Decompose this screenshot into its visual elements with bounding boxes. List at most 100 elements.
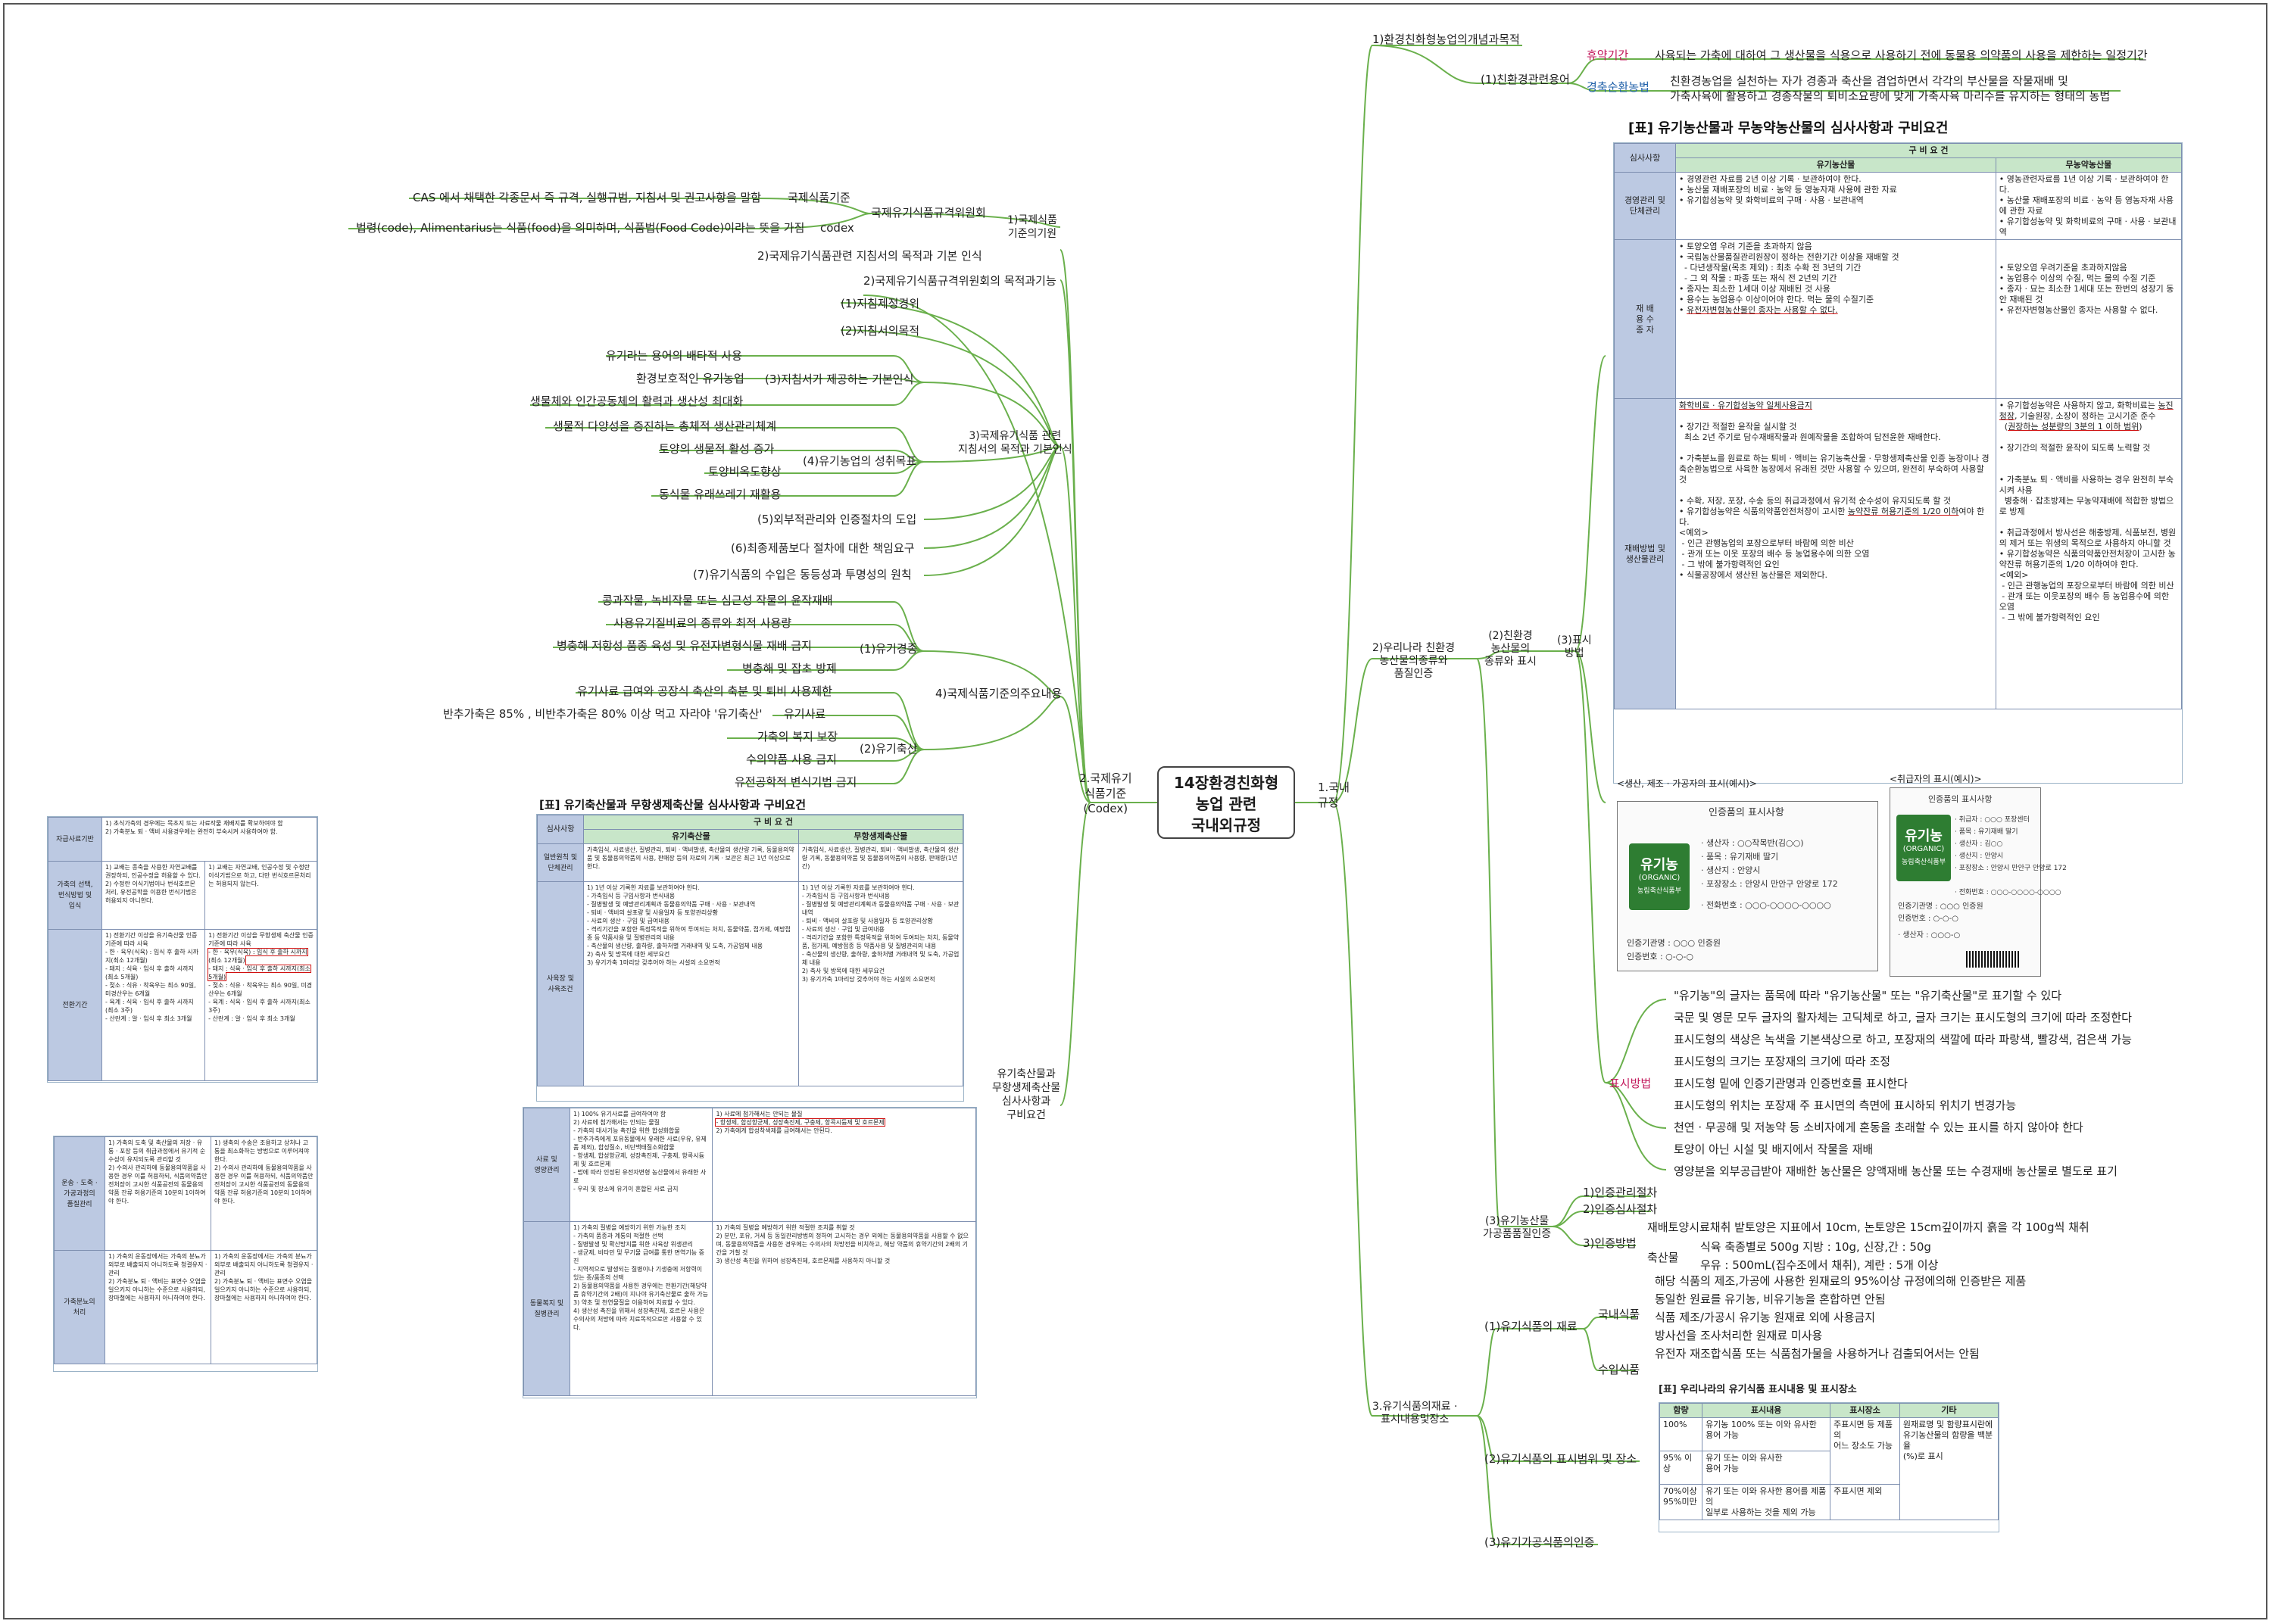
- goal-item: 동식물 유래쓰레기 재활용: [659, 488, 782, 501]
- display-method-key: 표시방법: [1609, 1077, 1652, 1090]
- branch-codex[interactable]: 2.국제유기 식품기준 (Codex): [1079, 771, 1132, 815]
- topic-guideline-objective[interactable]: (2)지침서의목적: [841, 324, 920, 338]
- table4-feed-origin: 자급사료기반 1) 초식가축의 경우에는 목초지 또는 사료작물 재배지를 확보…: [47, 816, 318, 1083]
- display-rule: "유기농"의 글자는 품목에 따라 "유기농산물" 또는 "유기축산물"로 표기…: [1674, 989, 2062, 1002]
- codex-standard-key: 국제식품기준: [788, 191, 850, 204]
- recognition-item: 생물체와 인간공동체의 활력과 생산성 최대화: [530, 394, 744, 408]
- center-line-1: 14장환경친화형: [1173, 774, 1279, 792]
- topic-terms[interactable]: (1)친환경관련용어: [1481, 73, 1570, 86]
- center-topic[interactable]: 14장환경친화형 농업 관련 국내외규정: [1157, 766, 1295, 839]
- topic-organic-materials[interactable]: (1)유기식품의 재료: [1484, 1320, 1578, 1333]
- livestock-item: 유기사료 급여와 공장식 축산의 축분 및 퇴비 사용제한: [577, 684, 832, 698]
- cert-label-handler: 인증품의 표시사항 유기농 (ORGANIC) 농림축산식품부 · 취급자 : …: [1890, 787, 2067, 977]
- method-meat: 식육 축종별로 500g 지방 : 10g, 신장,간 : 50g: [1700, 1240, 1931, 1254]
- topic-display-scope[interactable]: (2)유기식품의 표시범위 및 장소: [1484, 1452, 1637, 1466]
- topic-cert-management[interactable]: 1)인증관리절차: [1583, 1186, 1658, 1199]
- topic-guideline-history[interactable]: (1)지침제정경위: [841, 297, 920, 310]
- center-line-2: 농업 관련: [1195, 795, 1257, 813]
- recognition-item: 유기라는 용어의 배타적 사용: [606, 349, 742, 363]
- branch-domestic[interactable]: 1.국내 규정: [1318, 781, 1350, 809]
- topic-codex-origin[interactable]: 1)국제식품 기준의기원: [1007, 214, 1057, 240]
- topic-organic-goals[interactable]: (4)유기농업의 성취목표: [803, 454, 917, 468]
- livestock-item: 수의약품 사용 금지: [746, 753, 837, 766]
- topic-display-method[interactable]: (3)표시 방법: [1557, 634, 1592, 659]
- topic-committee-function[interactable]: 2)국제유기식품규격위원회의 목적과기능: [863, 274, 1056, 288]
- display-rule: 영양분을 외부공급받아 재배한 농산물은 양액재배 농산물 또는 수경재배 농산…: [1674, 1164, 2118, 1178]
- topic-process-responsibility[interactable]: (6)최종제품보다 절차에 대한 책임요구: [731, 541, 915, 555]
- label-example-handler: <취급자의 표시(예시)>: [1890, 774, 1982, 784]
- domestic-food-key: 국내식품: [1598, 1308, 1640, 1321]
- topic-cert-method[interactable]: 3)인증방법: [1583, 1236, 1637, 1250]
- codex-standard-value: CAS 에서 채택한 각종문서 즉 규격, 실행규범, 지침서 및 권고사항을 …: [413, 191, 762, 204]
- topic-guideline-purpose[interactable]: 2)국제유기식품관련 지침서의 목적과 기본 인식: [757, 249, 982, 263]
- table1-title: [표] 유기농산물과 무농약농산물의 심사사항과 구비요건: [1628, 120, 1949, 136]
- topic-kinds-display[interactable]: (2)친환경 농산물의 종류와 표시: [1484, 630, 1537, 668]
- display-rule: 표시도형의 색상은 녹색을 기본색상으로 하고, 포장재의 색깔에 따라 파랑색…: [1674, 1033, 2132, 1046]
- organic-logo: 유기농 (ORGANIC) 농림축산식품부: [1896, 815, 1951, 881]
- topic-processed-food-cert[interactable]: (3)유기가공식품의인증: [1484, 1535, 1595, 1549]
- display-rule: 표시도형의 위치는 포장재 주 표시면의 측면에 표시하되 위치기 변경가능: [1674, 1099, 2017, 1112]
- topic-livestock-requirements[interactable]: 유기축산물과 무항생제축산물 심사사항과 구비요건: [992, 1068, 1061, 1121]
- goal-item: 토양비옥도향상: [708, 465, 782, 478]
- domestic-rule: 해당 식품의 제조,가공에 사용한 원재료의 95%이상 규정에의해 인증받은 …: [1655, 1274, 2027, 1288]
- term-cycle-key: 경축순환농법: [1587, 80, 1649, 94]
- domestic-rule: 식품 제조/가공시 유기농 원재료 외에 사용금지: [1655, 1311, 1876, 1324]
- topic-korea-cert[interactable]: 2)우리나라 친환경 농산물의종류와 품질인증: [1372, 642, 1455, 680]
- label-example-producer: <생산, 제조 · 가공자의 표시(예시)>: [1617, 778, 1757, 789]
- term-cycle-value-2: 가축사육에 활용하고 경종작물의 퇴비소요량에 맞게 가축사육 마리수를 유지하…: [1670, 89, 2111, 103]
- method-soil-sample: 재배토양시료채취 밭토양은 지표에서 10cm, 논토양은 15cm깊이까지 흙…: [1647, 1220, 2089, 1234]
- topic-codex-committee[interactable]: 국제유기식품규격위원회: [871, 206, 986, 220]
- barcode: [1966, 951, 2019, 968]
- livestock-item: 가축의 복지 보장: [757, 730, 838, 743]
- term-withdrawal-value: 사육되는 가축에 대하여 그 생산물을 식용으로 사용하기 전에 동물용 의약품…: [1655, 48, 2148, 62]
- livestock-item: 유전공학적 변식기법 금지: [735, 775, 857, 789]
- recognition-item: 환경보호적인 유기농업: [636, 372, 744, 385]
- cert-label-producer: 인증품의 표시사항 유기농 (ORGANIC) 농림축산식품부 · 생산자 : …: [1617, 801, 1878, 971]
- organic-logo: 유기농 (ORGANIC) 농림축산식품부: [1629, 843, 1690, 910]
- goal-item: 토양의 생물적 활성 증가: [659, 442, 775, 456]
- table3-title: [표] 유기축산물과 무항생제축산물 심사사항과 구비요건: [539, 798, 807, 812]
- topic-external-control[interactable]: (5)외부적관리와 인증절차의 도입: [757, 513, 917, 526]
- import-food-key: 수입식품: [1598, 1363, 1640, 1376]
- term-withdrawal-key: 휴약기간: [1587, 48, 1629, 62]
- display-rule: 토양이 아닌 시설 및 배지에서 작물을 재배: [1674, 1142, 1874, 1156]
- cert-title: 인증품의 표시사항: [1709, 807, 1784, 818]
- crop-item: 콩과작물, 녹비작물 또는 심근성 작물의 윤작재배: [602, 594, 833, 607]
- topic-organic-food[interactable]: 3.유기식품의재료 · 표시내용및장소: [1372, 1401, 1458, 1426]
- method-livestock-key: 축산물: [1647, 1251, 1679, 1264]
- crop-item: 병충해 및 잡초 방제: [742, 662, 837, 675]
- method-milk-egg: 우유 : 500mL(집수조에서 채취), 계란 : 5개 이상: [1700, 1258, 1939, 1272]
- term-cycle-value-1: 친환경농업을 실천하는 자가 경종과 축산을 겸업하면서 각각의 부산물을 작물…: [1670, 74, 2068, 88]
- topic-codex-contents[interactable]: 4)국제식품기준의주요내용: [935, 687, 1063, 700]
- topic-guideline-recognition[interactable]: (3)지침서가 제공하는 기본인식: [765, 372, 914, 386]
- display-rule: 국문 및 영문 모두 글자의 활자체는 고딕체로 하고, 글자 크기는 표시도형…: [1674, 1011, 2132, 1024]
- display-rule: 천연 · 무공해 및 저농약 등 소비자에게 혼동을 초래할 수 있는 표시를 …: [1674, 1121, 2083, 1134]
- topic-guideline-basis[interactable]: 3)국제유기식품 관련 지침서의 목적과 기본인식: [958, 430, 1072, 456]
- goal-item: 생물적 다양성을 증진하는 총체적 생산관리체계: [553, 419, 777, 433]
- domestic-rule: 유전자 재조합식품 또는 식품첨가물을 사용하거나 검출되어서는 안됨: [1655, 1347, 1980, 1361]
- codex-term-key: codex: [820, 221, 854, 235]
- display-rule: 표시도형의 크기는 포장재의 크기에 따라 조정: [1674, 1055, 1891, 1068]
- topic-processed-cert[interactable]: (3)유기농산물 가공품품질인증: [1483, 1215, 1552, 1240]
- topic-concept[interactable]: 1)환경친화형농업의개념과목적: [1372, 33, 1520, 46]
- display-rule: 표시도형 밑에 인증기관명과 인증번호를 표시한다: [1674, 1077, 1908, 1090]
- topic-cert-review[interactable]: 2)인증심사절차: [1583, 1202, 1658, 1216]
- table2-title: [표] 우리나라의 유기식품 표시내용 및 표시장소: [1659, 1384, 1857, 1395]
- topic-import-equivalence[interactable]: (7)유기식품의 수입은 동등성과 투명성의 원칙: [693, 568, 912, 581]
- domestic-rule: 동일한 원료를 유기농, 비유기농을 혼합하면 안됨: [1655, 1292, 1886, 1306]
- crop-item: 사용유기질비료의 종류와 최적 사용량: [613, 616, 792, 630]
- topic-organic-crops[interactable]: (1)유기경종: [860, 642, 918, 656]
- center-line-3: 국내외규정: [1191, 816, 1261, 834]
- codex-term-value: 법령(code), Alimentarius는 식품(food)을 의미하며, …: [356, 221, 805, 235]
- livestock-feed-note: 반추가축은 85% , 비반추가축은 80% 이상 먹고 자라야 '유기축산': [443, 707, 763, 721]
- table2-organic-display: 함량 표시내용 표시장소 기타 100% 유기농 100% 또는 이와 유사한 …: [1659, 1402, 1999, 1532]
- topic-organic-livestock[interactable]: (2)유기축산: [860, 742, 918, 756]
- page-frame: [3, 3, 2267, 1619]
- livestock-item: 유기사료: [784, 707, 826, 721]
- domestic-rule: 방사선을 조사처리한 원재료 미사용: [1655, 1329, 1823, 1342]
